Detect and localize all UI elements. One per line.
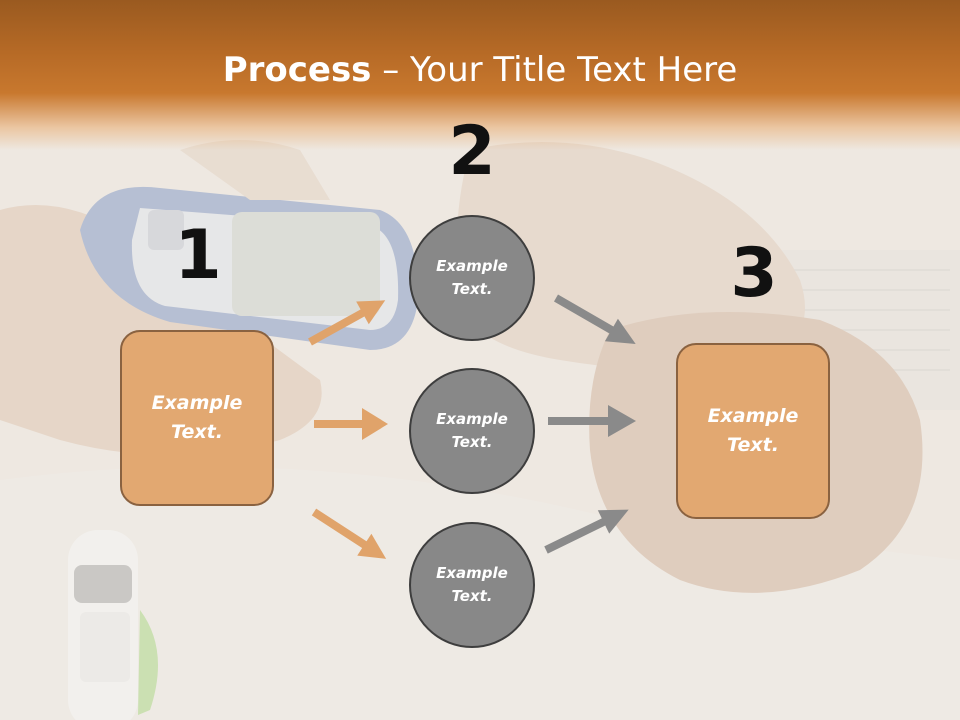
arrow-to-top-circle [308, 300, 386, 346]
title-rest: – Your Title Text Here [371, 50, 738, 90]
arrow-from-middle-circle [548, 405, 636, 437]
gray-arrows [544, 294, 636, 554]
step2-circle-middle: Example Text. [409, 368, 535, 494]
step3-box: Example Text. [676, 343, 830, 519]
step1-box: Example Text. [120, 330, 274, 506]
step2-circle-top: Example Text. [409, 215, 535, 341]
circle-bottom-text: Example Text. [436, 564, 508, 605]
slide-title: Process – Your Title Text Here [0, 50, 960, 90]
arrow-to-bottom-circle [311, 508, 387, 559]
step2-circle-bottom: Example Text. [409, 522, 535, 648]
circle-top-text: Example Text. [436, 257, 508, 298]
step3-box-text: Example Text. [707, 405, 799, 456]
header-band [0, 0, 960, 150]
arrow-from-top-circle [554, 294, 636, 344]
step1-box-text: Example Text. [151, 392, 243, 443]
arrow-from-bottom-circle [544, 509, 629, 554]
step-number-3: 3 [730, 234, 778, 313]
step-number-2: 2 [448, 112, 496, 191]
circle-middle-text: Example Text. [436, 410, 508, 451]
step-number-1: 1 [174, 216, 222, 295]
orange-arrows [308, 300, 388, 559]
arrow-to-middle-circle [314, 408, 388, 440]
title-bold: Process [222, 50, 372, 90]
